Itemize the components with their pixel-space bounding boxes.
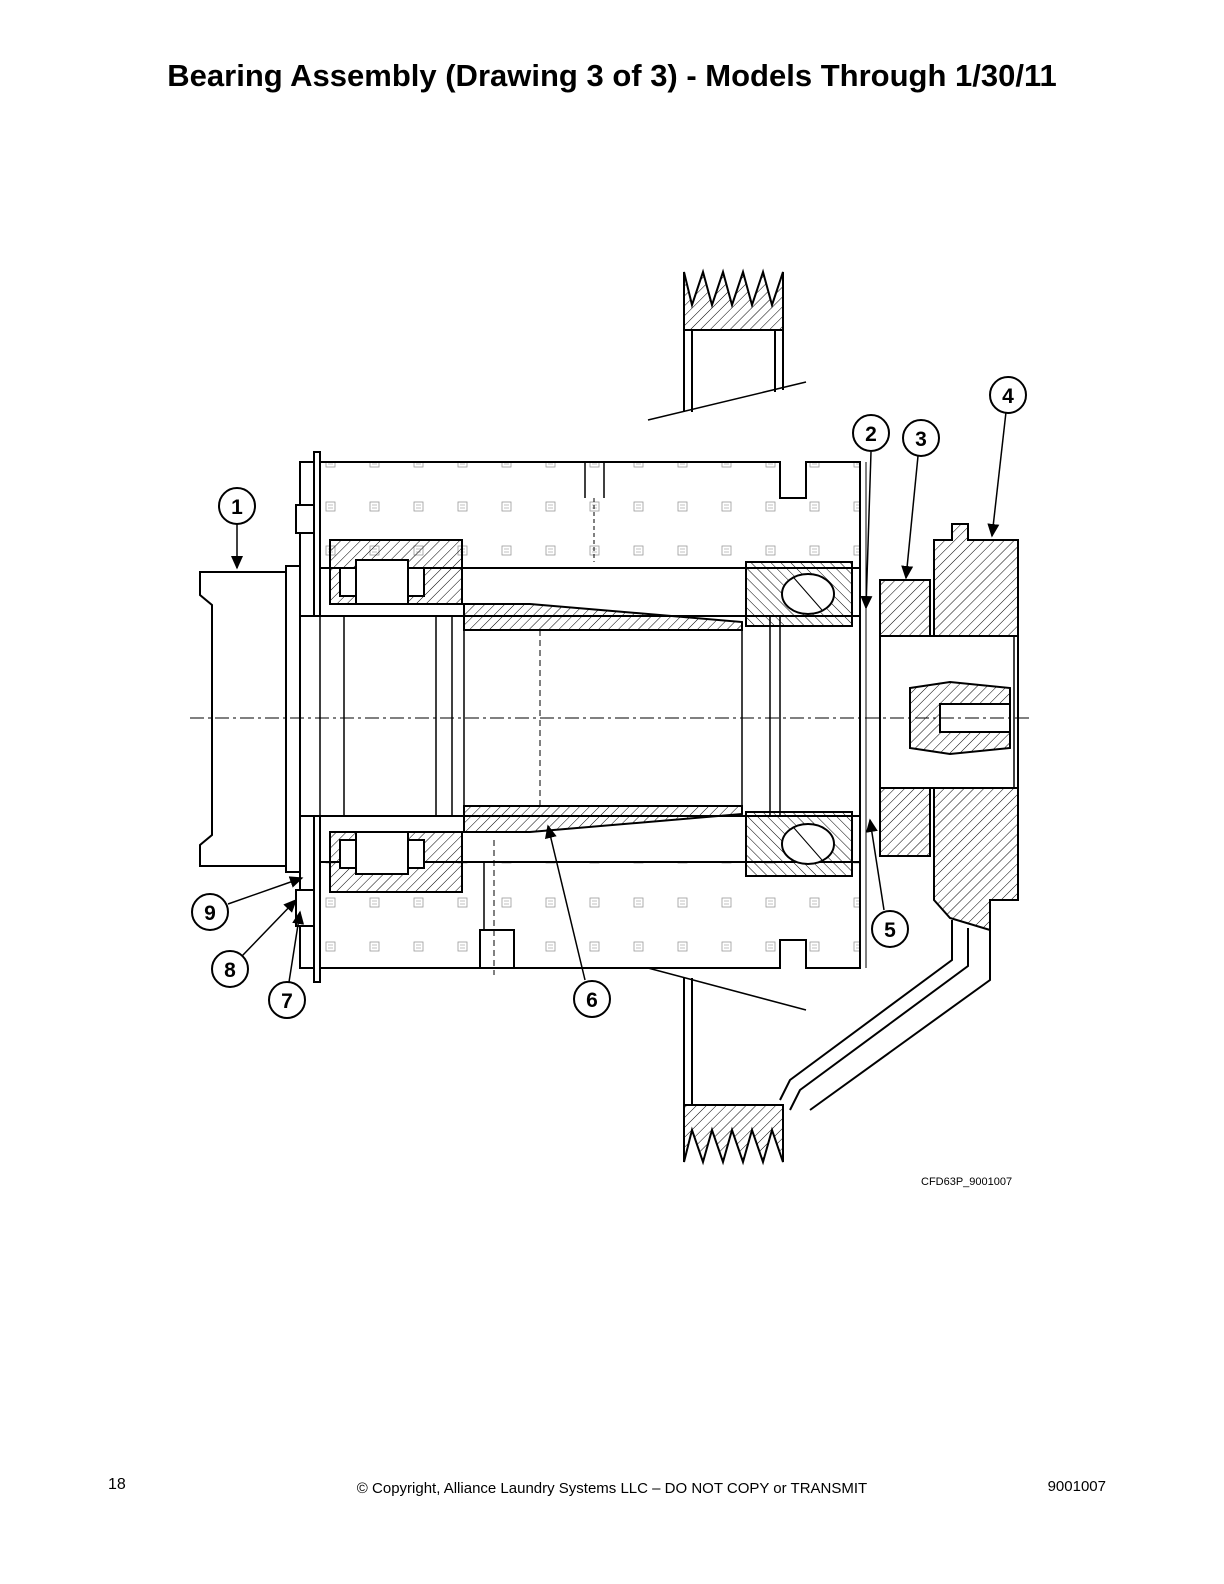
pulley-bottom (647, 967, 807, 1166)
callout-label: 5 (884, 919, 896, 942)
callout-label: 9 (204, 902, 216, 925)
page-title: Bearing Assembly (Drawing 3 of 3) - Mode… (167, 58, 1057, 93)
callout-6: 6 (573, 980, 611, 1018)
document-number: 9001007 (1047, 1478, 1106, 1495)
callout-label: 6 (586, 989, 598, 1012)
leader-lines (227, 411, 1007, 983)
callout-label: 4 (1002, 385, 1014, 408)
copyright-notice: © Copyright, Alliance Laundry Systems LL… (356, 1480, 868, 1497)
callout-5: 5 (871, 910, 909, 948)
left-bearing (329, 539, 463, 893)
callout-8: 8 (211, 950, 249, 988)
hub-nut (879, 523, 1019, 932)
callout-label: 1 (231, 496, 243, 519)
shaft (199, 565, 861, 873)
page-number: 18 (108, 1476, 126, 1493)
pulley-top (647, 268, 807, 421)
taper-sleeve (463, 603, 743, 833)
callout-9: 9 (191, 893, 229, 931)
callout-2: 2 (852, 414, 890, 452)
callout-label: 7 (281, 990, 293, 1013)
callout-label: 8 (224, 959, 236, 982)
drain-tube (779, 920, 991, 1111)
right-bearing (745, 561, 853, 877)
callout-7: 7 (268, 981, 306, 1019)
callout-4: 4 (989, 376, 1027, 414)
callout-label: 3 (915, 428, 927, 451)
figure-id: CFD63P_9001007 (921, 1176, 1012, 1188)
callout-1: 1 (218, 487, 256, 525)
callout-3: 3 (902, 419, 940, 457)
callout-label: 2 (865, 423, 877, 446)
